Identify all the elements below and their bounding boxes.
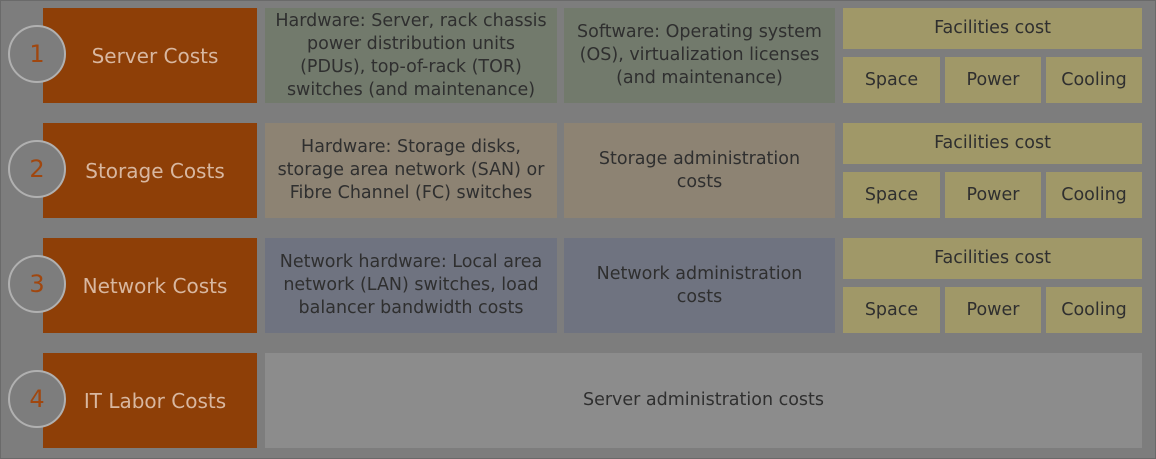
row-2-cooling: Cooling [1046,172,1142,218]
row-2-power: Power [945,172,1041,218]
server-hardware-cell: Hardware: Server, rack chassis power dis… [265,8,557,103]
row-3-cooling: Cooling [1046,287,1142,333]
server-costs-label: Server Costs [43,8,257,103]
row-2-facilities-cost: Facilities cost [843,123,1142,164]
row-1-space: Space [843,57,940,103]
storage-costs-label: Storage Costs [43,123,257,218]
network-costs-label: Network Costs [43,238,257,333]
network-administration-cell: Network administration costs [564,238,835,333]
it-labor-costs-label: IT Labor Costs [43,353,257,448]
network-hardware-cell: Network hardware: Local area network (LA… [265,238,557,333]
row-1-number-badge: 1 [8,25,66,83]
row-2-space: Space [843,172,940,218]
row-4-number-badge: 4 [8,370,66,428]
row-1-cooling: Cooling [1046,57,1142,103]
row-1-facilities-cost: Facilities cost [843,8,1142,49]
storage-hardware-cell: Hardware: Storage disks, storage area ne… [265,123,557,218]
row-1-power: Power [945,57,1041,103]
server-software-cell: Software: Operating system (OS), virtual… [564,8,835,103]
row-3-number-badge: 3 [8,255,66,313]
server-administration-cell: Server administration costs [265,353,1142,448]
row-2-number-badge: 2 [8,140,66,198]
row-3-facilities-cost: Facilities cost [843,238,1142,279]
storage-administration-cell: Storage administration costs [564,123,835,218]
row-3-power: Power [945,287,1041,333]
row-3-space: Space [843,287,940,333]
